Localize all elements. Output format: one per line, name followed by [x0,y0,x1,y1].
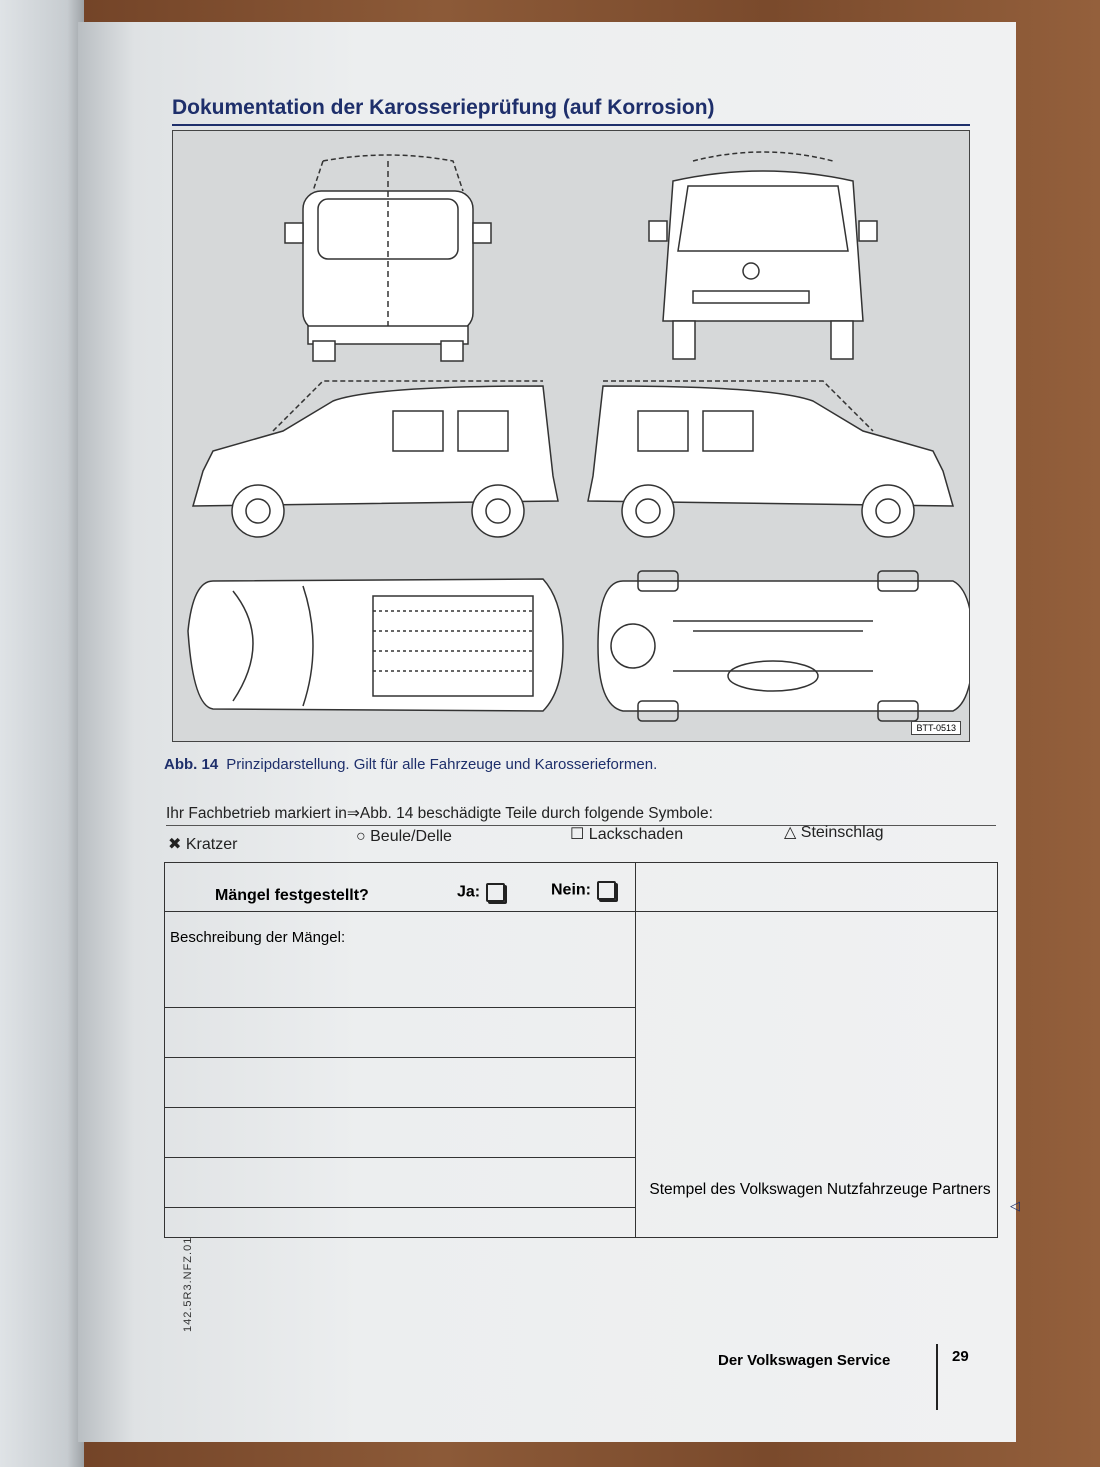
van-side-view-right [587,380,954,538]
description-line[interactable] [165,1007,635,1008]
page-number: 29 [952,1348,969,1365]
continue-marker-icon: ◁ [1010,1198,1020,1213]
no-checkbox[interactable] [597,881,616,900]
symbol-dent: ○ Beule/Delle [356,828,452,846]
title-rule [172,124,970,126]
circle-icon: ○ [356,828,366,845]
description-line[interactable] [165,1157,635,1158]
no-label: Nein: [551,881,591,899]
footer-title: Der Volkswagen Service [718,1352,891,1369]
figure-caption: Abb. 14 Prinzipdarstellung. Gilt für alle… [164,756,657,773]
figure-caption-text: Prinzipdarstellung. Gilt für alle Fahrze… [226,756,658,773]
description-label: Beschreibung der Mängel: [170,929,346,946]
square-icon: ☐ [570,826,585,843]
defects-question: Mängel festgestellt? [215,887,369,904]
manual-page: Dokumentation der Karosserieprüfung (auf… [78,22,1020,1442]
yes-option[interactable]: Ja: [457,883,506,902]
van-underbody-view [597,570,974,722]
no-option[interactable]: Nein: [551,881,616,900]
symbol-paint-damage: ☐ Lackschaden [570,824,683,844]
yes-checkbox[interactable] [486,883,506,902]
defects-form: Mängel festgestellt? Ja: Nein: Beschreib… [164,862,998,1238]
figure-code: BTT-0513 [911,721,961,735]
description-line[interactable] [165,1107,635,1108]
van-side-view-left [192,380,559,538]
column-divider [635,863,636,1237]
symbol-scratch: ✖ Kratzer [168,834,237,854]
previous-page-edge [0,0,84,1467]
figure-label: Abb. 14 [164,756,219,773]
description-line[interactable] [165,1057,635,1058]
triangle-icon: △ [784,824,797,841]
symbol-stone-chip: △ Steinschlag [784,822,883,842]
document-code: 142.5R3.NFZ.01 [182,1236,194,1332]
footer-divider [936,1344,938,1410]
form-header: Mängel festgestellt? Ja: Nein: [165,863,997,912]
symbol-label: Kratzer [185,836,238,853]
symbol-label: Lackschaden [588,826,684,843]
x-mark-icon: ✖ [168,836,182,853]
description-line[interactable] [165,1207,635,1208]
yes-label: Ja: [457,883,481,901]
van-top-view [187,578,564,712]
van-front-view [648,151,878,360]
symbols-intro: Ihr Fachbetrieb markiert in⇒Abb. 14 besc… [166,804,996,826]
dealer-stamp-label: Stempel des Volkswagen Nutzfahrzeuge Par… [649,1181,991,1198]
van-rear-view [284,154,492,362]
symbol-label: Steinschlag [800,824,884,841]
vehicle-diagram: BTT-0513 [172,130,974,742]
symbol-label: Beule/Delle [370,828,452,845]
page-title: Dokumentation der Karosserieprüfung (auf… [172,96,715,119]
